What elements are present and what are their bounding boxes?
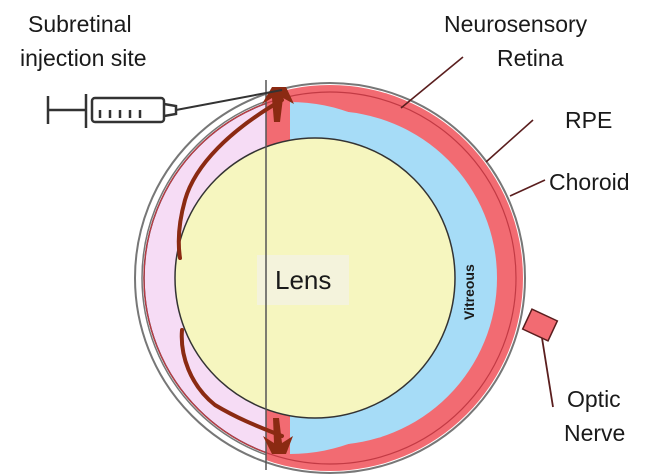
- choroid-label: Choroid: [549, 169, 630, 195]
- retina-label-line1: Neurosensory: [444, 11, 588, 37]
- vitreous-label: Vitreous: [461, 264, 477, 320]
- rpe-label: RPE: [565, 107, 612, 133]
- rpe-leader: [486, 120, 533, 162]
- optic-nerve-label-line1: Optic: [567, 386, 621, 412]
- injection-label-line2: injection site: [20, 45, 147, 71]
- choroid-leader: [510, 180, 545, 196]
- optic-nerve-label-line2: Nerve: [564, 420, 625, 446]
- retina-leader: [401, 57, 463, 108]
- optic-nerve: [523, 309, 558, 341]
- lens-label: Lens: [275, 265, 331, 295]
- retina-label-line2: Retina: [497, 45, 564, 71]
- injection-label-line1: Subretinal: [28, 11, 132, 37]
- optic-leader: [542, 338, 553, 407]
